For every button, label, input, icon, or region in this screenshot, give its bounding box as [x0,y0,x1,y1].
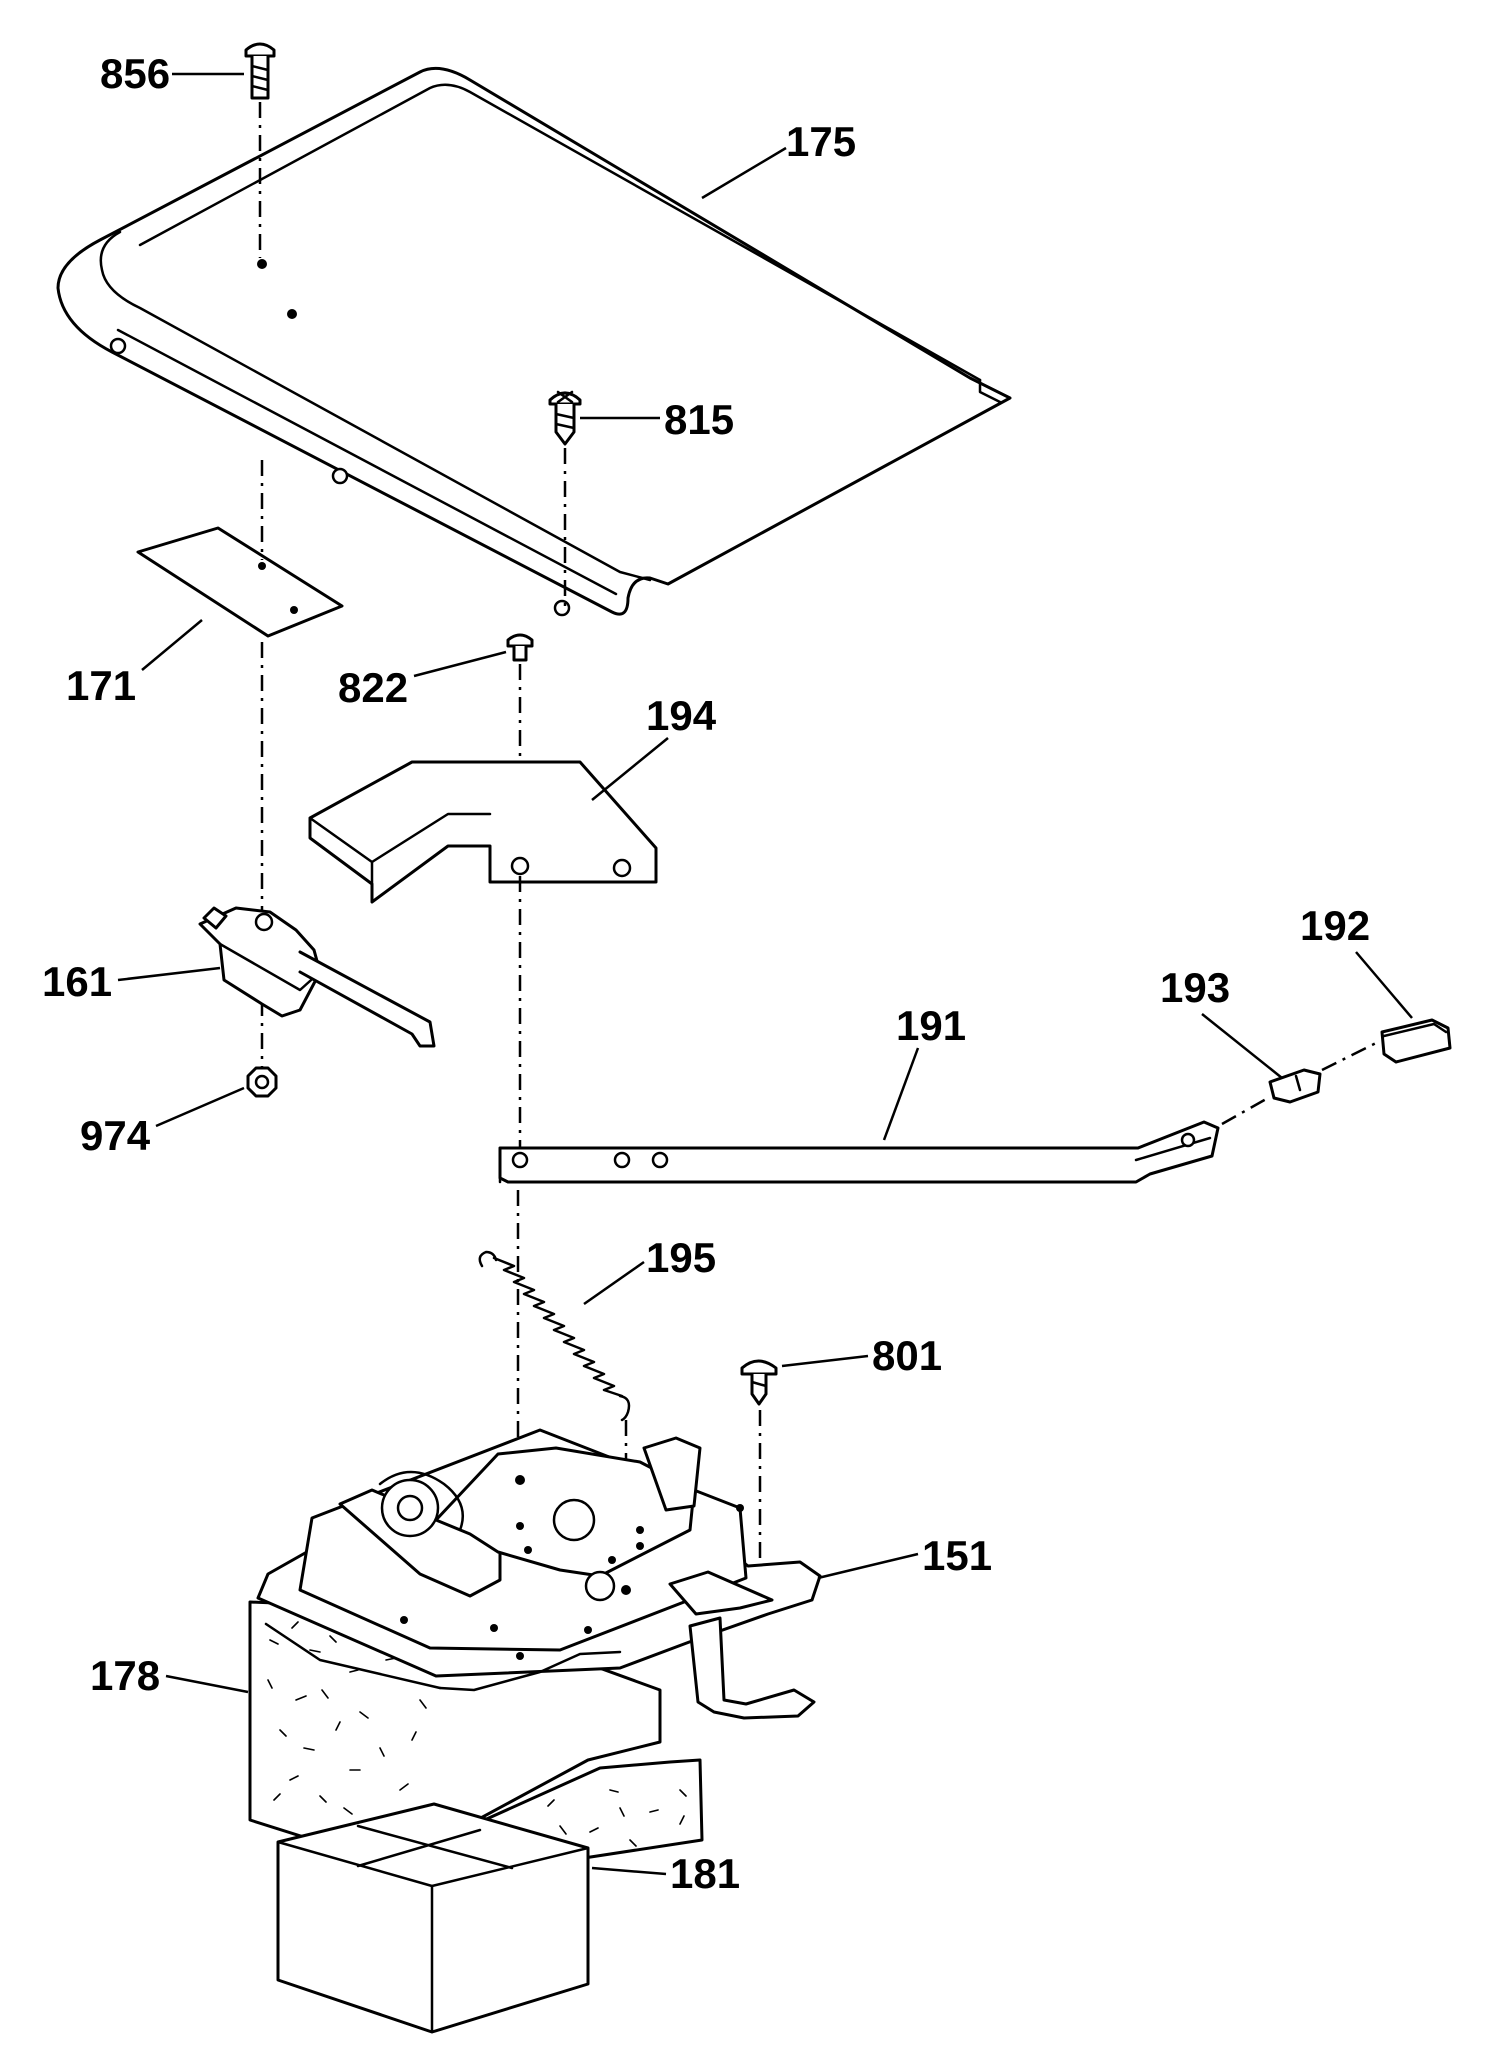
callout-161: 161 [42,958,112,1005]
callout-856: 856 [100,50,170,97]
leader-191 [882,1047,920,1141]
leader-822 [413,650,507,678]
leader-801 [781,1354,869,1368]
callout-181: 181 [670,1850,740,1897]
leader-181 [591,1866,667,1876]
nut-974 [246,1066,278,1098]
cap-192 [1380,1018,1452,1064]
screw-822 [506,633,534,662]
leader-171 [141,619,203,671]
callout-171: 171 [66,662,136,709]
bracket-194 [308,760,658,904]
leader-151 [817,1552,919,1580]
leader-192 [1355,951,1413,1019]
cover-panel-175 [56,66,1012,617]
leader-161 [117,966,221,982]
callout-801: 801 [872,1332,942,1379]
insulator-plate-171 [136,526,344,638]
callout-815: 815 [664,396,734,443]
leader-178 [165,1674,249,1694]
callout-195: 195 [646,1234,716,1281]
callout-194: 194 [646,692,717,739]
spring-195 [478,1250,631,1422]
micro-switch-161 [198,906,436,1048]
leader-175 [701,146,787,200]
callout-191: 191 [896,1002,966,1049]
callout-822: 822 [338,664,408,711]
screw-801 [740,1359,778,1406]
screw-815 [548,390,582,446]
box-181 [276,1802,590,2034]
callout-974: 974 [80,1112,151,1159]
callout-151: 151 [922,1532,992,1579]
leader-195 [583,1260,645,1306]
latch-mechanism-151 [256,1428,822,1720]
axis-line-193-192 [1321,1040,1379,1072]
callout-175: 175 [786,118,856,165]
axis-line-191-end [1221,1096,1269,1126]
callout-178: 178 [90,1652,160,1699]
leader-194 [591,737,669,801]
clip-193 [1268,1068,1322,1104]
leader-974 [155,1086,245,1128]
lever-191 [498,1120,1220,1184]
callout-193: 193 [1160,964,1230,1011]
callout-192: 192 [1300,902,1370,949]
leader-193 [1201,1013,1283,1079]
leader-lines [117,72,1413,1876]
screw-856 [244,42,276,100]
